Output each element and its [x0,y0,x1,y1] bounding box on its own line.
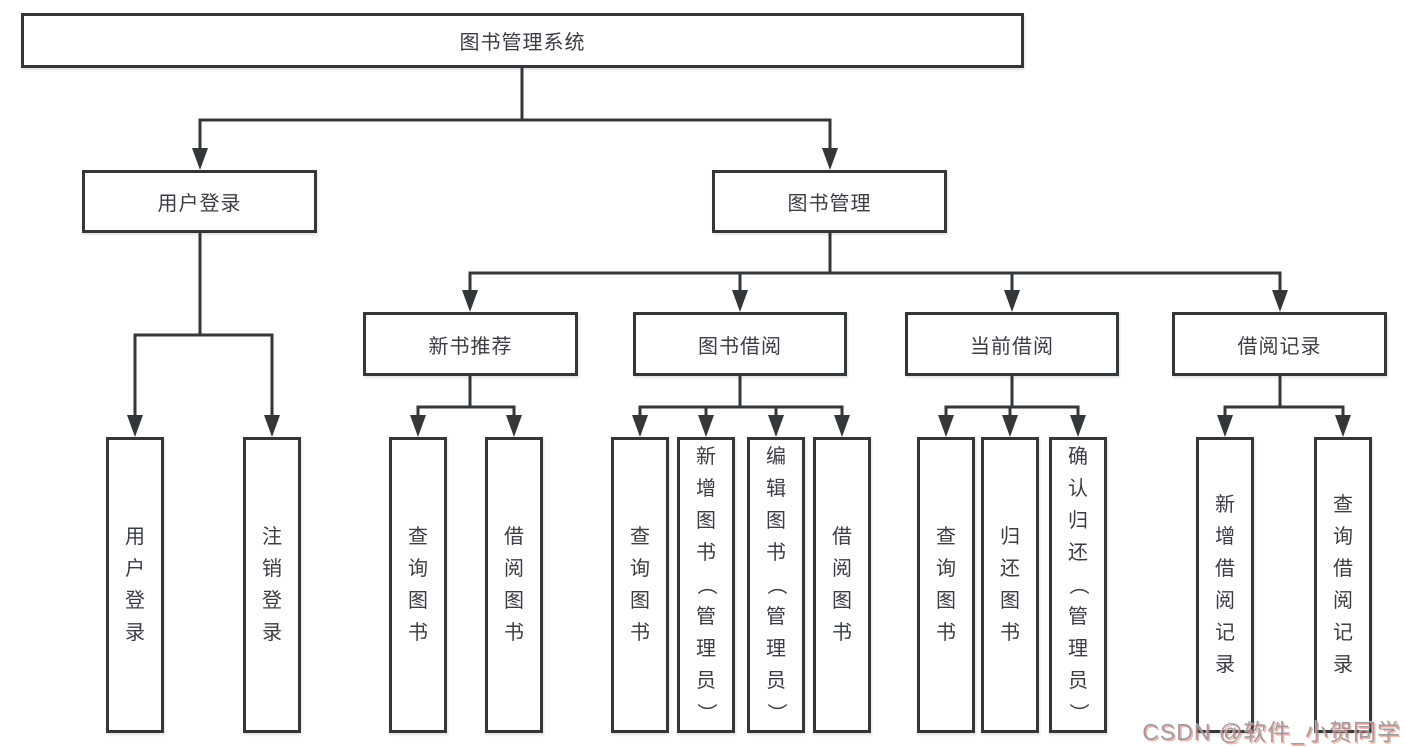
node-borrow-record: 借阅记录 [1172,312,1387,376]
leaf-logout-label: 注销登录 [262,526,282,644]
leaf-current-query-book: 查询图书 [917,437,975,733]
node-current-borrow: 当前借阅 [905,312,1119,376]
node-book-management-label: 图书管理 [787,193,872,215]
leaf-current-confirm-return-admin: 确认归还（管理员） [1049,437,1107,733]
leaf-borrow-query-book-label: 查询图书 [630,526,650,644]
node-book-management: 图书管理 [712,170,947,233]
leaf-record-add: 新增借阅记录 [1196,437,1254,733]
node-user-login-label: 用户登录 [157,193,242,215]
watermark: CSDN @软件_小贺同学 [1142,719,1401,745]
leaf-record-query: 查询借阅记录 [1314,437,1372,733]
leaf-logout: 注销登录 [243,437,301,733]
leaf-record-add-label: 新增借阅记录 [1215,494,1235,676]
leaf-user-login: 用户登录 [106,437,164,733]
leaf-borrow-query-book: 查询图书 [611,437,669,733]
leaf-recommend-borrow-book-label: 借阅图书 [504,526,524,644]
node-borrow-record-label: 借阅记录 [1237,335,1322,358]
node-new-book-recommend: 新书推荐 [363,312,578,376]
leaf-current-return-book: 归还图书 [981,437,1039,733]
leaf-current-confirm-return-admin-label: 确认归还（管理员） [1067,446,1089,723]
leaf-recommend-query-book: 查询图书 [389,437,447,733]
leaf-current-return-book-label: 归还图书 [1000,526,1020,644]
leaf-borrow-edit-book-admin: 编辑图书（管理员） [747,437,805,733]
leaf-record-query-label: 查询借阅记录 [1333,494,1353,676]
node-user-login: 用户登录 [82,170,317,233]
node-new-book-recommend-label: 新书推荐 [428,335,513,358]
leaf-borrow-borrow-book: 借阅图书 [813,437,871,733]
node-root: 图书管理系统 [21,13,1024,68]
leaf-borrow-borrow-book-label: 借阅图书 [832,526,852,644]
leaf-user-login-label: 用户登录 [125,526,145,644]
leaf-borrow-add-book-admin-label: 新增图书（管理员） [695,446,717,723]
leaf-recommend-borrow-book: 借阅图书 [485,437,543,733]
node-current-borrow-label: 当前借阅 [970,335,1054,358]
leaf-recommend-query-book-label: 查询图书 [408,526,428,644]
node-root-label: 图书管理系统 [459,32,586,54]
leaf-current-query-book-label: 查询图书 [936,526,956,644]
leaf-borrow-add-book-admin: 新增图书（管理员） [677,437,735,733]
node-book-borrow: 图书借阅 [633,312,847,376]
node-book-borrow-label: 图书借阅 [698,335,782,358]
leaf-borrow-edit-book-admin-label: 编辑图书（管理员） [765,446,787,723]
